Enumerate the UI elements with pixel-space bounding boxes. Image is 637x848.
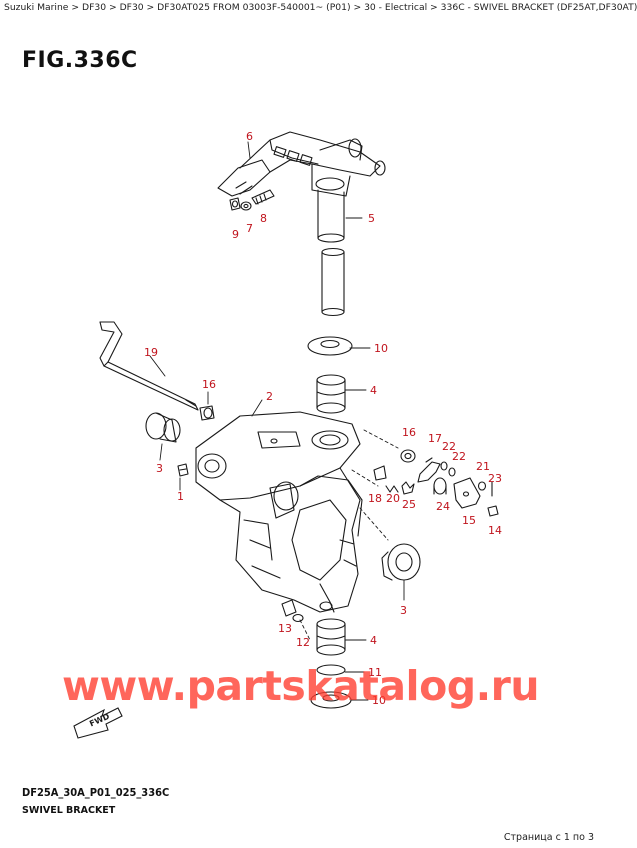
nut-part-9 — [229, 197, 241, 211]
pager: Страница с 1 по 3 — [503, 832, 594, 843]
bushing-part-3-left — [145, 412, 181, 443]
bushing-part-24 — [433, 477, 447, 495]
bushing-part-16-left — [199, 405, 215, 421]
callout-20[interactable]: 20 — [386, 492, 400, 505]
callout-10-lower[interactable]: 10 — [372, 694, 386, 707]
bushing-part-16-right — [400, 449, 416, 463]
figure-title: FIG.336C — [22, 48, 138, 73]
spring-part-20 — [385, 485, 399, 493]
watermark: www.partskatalog.ru — [62, 662, 540, 710]
callout-15[interactable]: 15 — [462, 514, 476, 527]
callout-16-left[interactable]: 16 — [202, 378, 216, 391]
parts-diagram: FWD 6 9 7 8 5 10 19 16 4 2 3 1 16 17 22 … — [73, 130, 502, 739]
grease-fitting-part-1 — [177, 463, 189, 477]
callout-4-upper[interactable]: 4 — [370, 384, 377, 397]
fwd-arrow-icon: FWD — [73, 707, 123, 739]
bushing-part-4-lower — [316, 618, 346, 656]
callout-14[interactable]: 14 — [488, 524, 502, 537]
screw-part-18 — [373, 465, 387, 481]
callout-16-right[interactable]: 16 — [402, 426, 416, 439]
bolt-part-13 — [281, 599, 297, 617]
callout-25[interactable]: 25 — [402, 498, 416, 511]
callout-3-right[interactable]: 3 — [400, 604, 407, 617]
callout-1[interactable]: 1 — [177, 490, 184, 503]
callout-18[interactable]: 18 — [368, 492, 382, 505]
callout-10-upper[interactable]: 10 — [374, 342, 388, 355]
plate-part-15 — [453, 477, 481, 509]
figure-code: DF25A_30A_P01_025_336C — [22, 786, 170, 799]
callout-8[interactable]: 8 — [260, 212, 267, 225]
callout-21[interactable]: 21 — [476, 460, 490, 473]
washer-part-21 — [477, 481, 487, 491]
spring-part-25 — [401, 481, 415, 495]
clip-part-22-a — [440, 461, 448, 471]
steering-bracket-part-6 — [217, 131, 386, 197]
washer-part-11 — [316, 664, 346, 676]
breadcrumb[interactable]: Suzuki Marine > DF30 > DF30 > DF30AT025 … — [4, 2, 637, 13]
callout-5[interactable]: 5 — [368, 212, 375, 225]
clip-part-22-b — [448, 467, 456, 477]
callout-17[interactable]: 17 — [428, 432, 442, 445]
nut-part-14 — [487, 505, 499, 517]
bracket-part-17 — [417, 457, 441, 483]
bushing-part-4-upper — [316, 374, 346, 414]
washer-part-7 — [240, 201, 252, 211]
callout-3-left[interactable]: 3 — [156, 462, 163, 475]
callout-6[interactable]: 6 — [246, 130, 253, 143]
callout-7[interactable]: 7 — [246, 222, 253, 235]
figure-caption: SWIVEL BRACKET — [22, 805, 116, 816]
callout-9[interactable]: 9 — [232, 228, 239, 241]
tilt-rod-part-19 — [99, 321, 199, 411]
steering-shaft-part-5 — [317, 189, 345, 317]
washer-part-10-upper — [307, 336, 353, 356]
callout-4-lower[interactable]: 4 — [370, 634, 377, 647]
bushing-part-3-right — [381, 543, 421, 581]
callout-13[interactable]: 13 — [278, 622, 292, 635]
callout-22-a[interactable]: 22 — [442, 440, 456, 453]
callout-2[interactable]: 2 — [266, 390, 273, 403]
callout-24[interactable]: 24 — [436, 500, 450, 513]
washer-part-12 — [292, 613, 304, 623]
callout-23[interactable]: 23 — [488, 472, 502, 485]
callout-22-b[interactable]: 22 — [452, 450, 466, 463]
callout-11[interactable]: 11 — [368, 666, 382, 679]
bolt-part-8 — [251, 189, 275, 205]
callout-12[interactable]: 12 — [296, 636, 310, 649]
callout-19[interactable]: 19 — [144, 346, 158, 359]
swivel-bracket-part-2 — [195, 411, 363, 613]
